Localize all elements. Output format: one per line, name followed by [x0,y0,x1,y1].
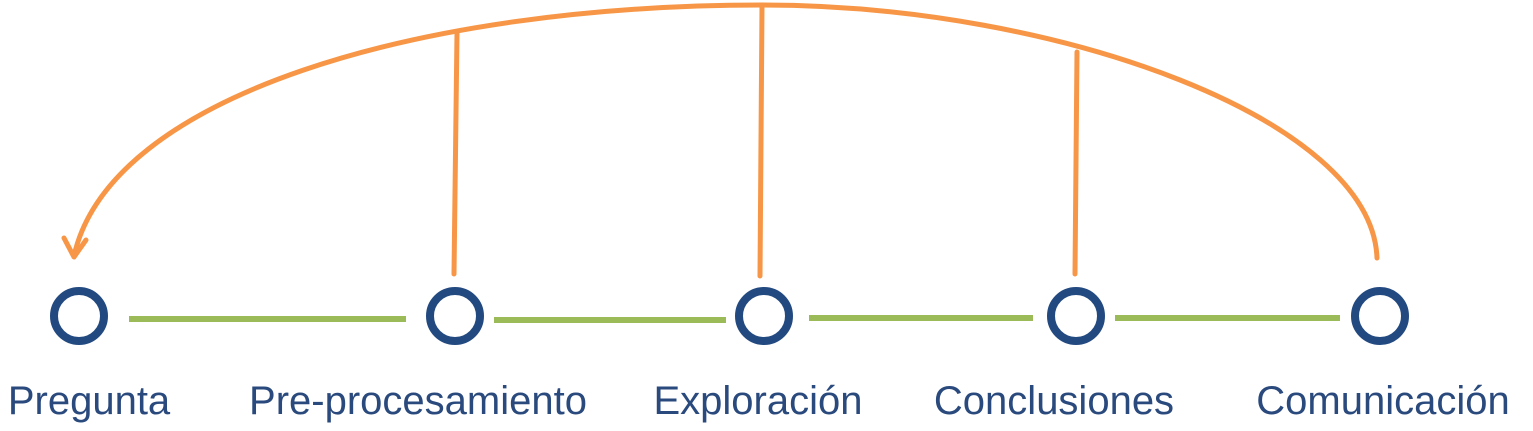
stage-labels: Pregunta Pre-procesamiento Exploración C… [8,379,1510,423]
node-conclusiones [1047,287,1105,345]
label-pre-procesamiento: Pre-procesamiento [249,379,587,423]
stage-connectors [129,315,1340,323]
branch-exploracion [757,3,765,279]
node-pregunta [50,287,108,345]
node-pre-procesamiento [426,287,484,345]
label-exploracion: Exploración [653,379,862,423]
feedback-arrowhead [61,235,89,260]
node-exploracion [735,287,793,345]
node-comunicacion [1351,287,1409,345]
branch-preprocesamiento [451,30,460,277]
feedback-arc [71,2,1380,261]
branch-conclusiones [1072,49,1080,277]
stage-nodes [50,287,1409,345]
label-comunicacion: Comunicación [1256,379,1509,423]
feedback-loop [61,2,1380,279]
label-pregunta: Pregunta [8,379,171,423]
label-conclusiones: Conclusiones [934,379,1174,423]
